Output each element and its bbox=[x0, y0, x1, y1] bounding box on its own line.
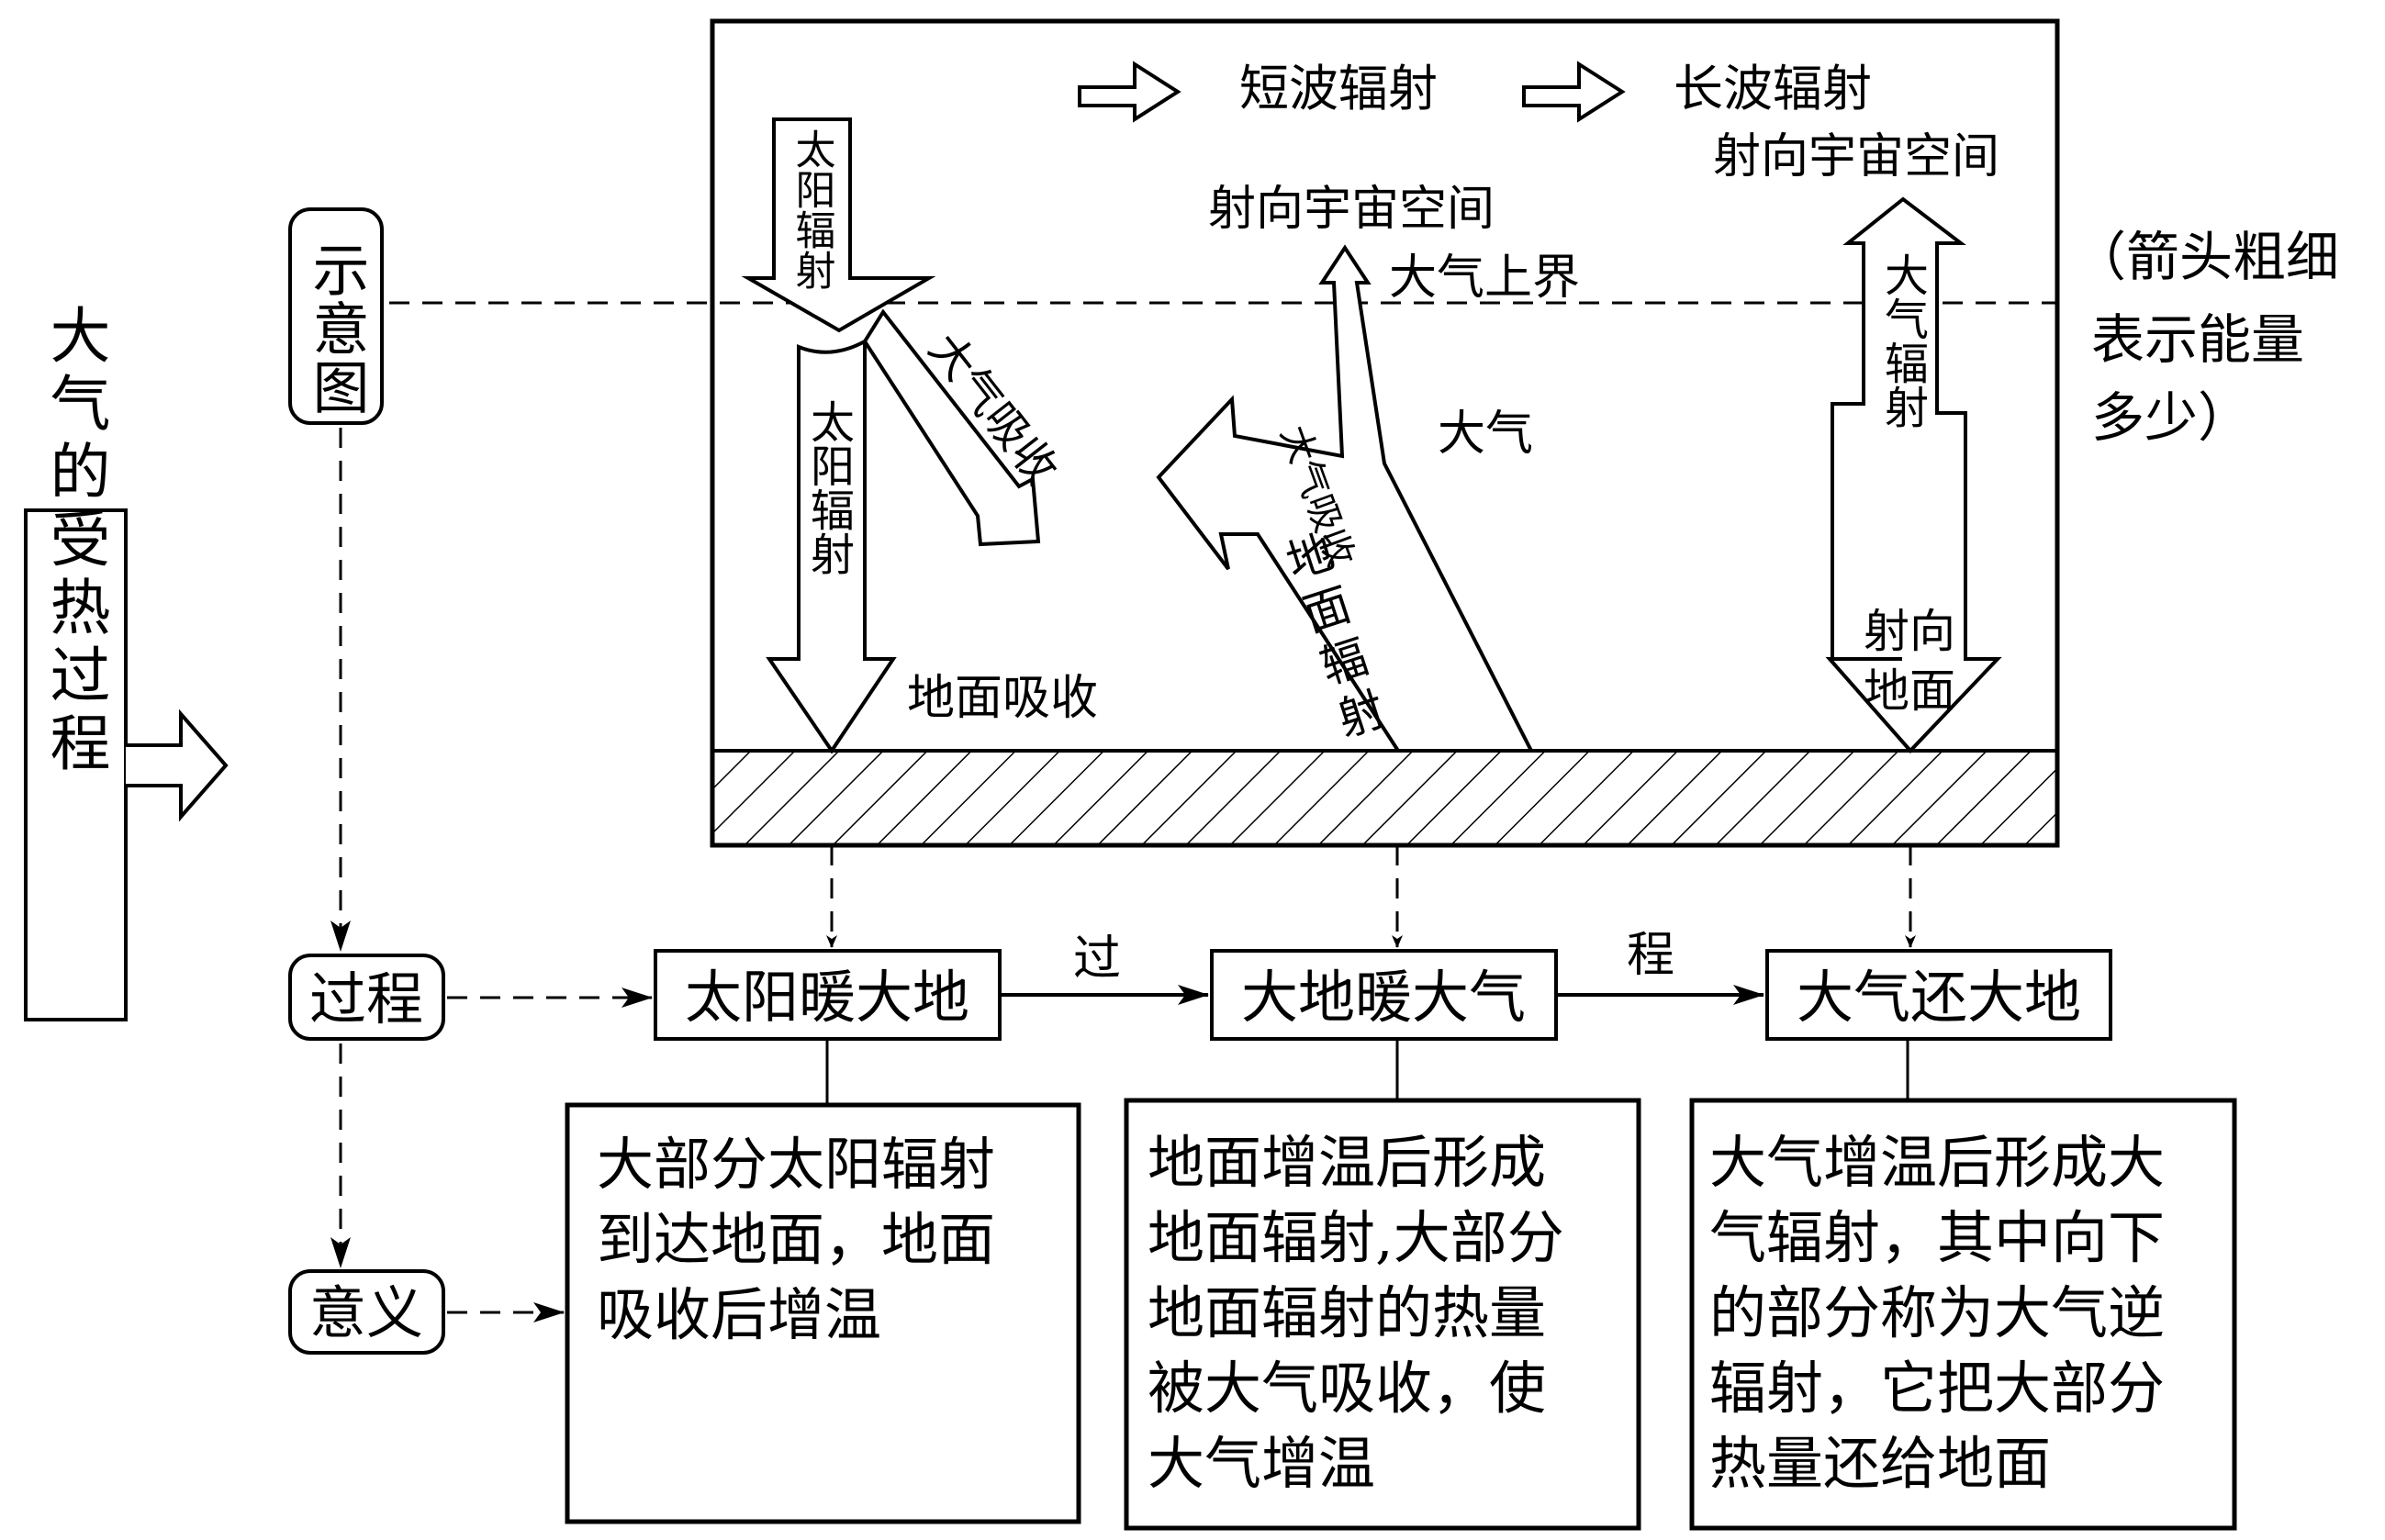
stage-3-detail-line: 辐射，它把大部分 bbox=[1709, 1355, 2165, 1422]
atmosphere-radiation-arrow-icon bbox=[1825, 196, 2002, 753]
note-line-3: 多少） bbox=[2091, 386, 2251, 449]
atmosphere-top-boundary-label: 大气上界 bbox=[1389, 251, 1580, 306]
note-line-1: （箭头粗细 bbox=[2073, 226, 2339, 288]
stage-2: 大地暖大气 bbox=[1210, 949, 1558, 1041]
stage-2-detail-line: 大气增温 bbox=[1148, 1430, 1375, 1497]
short-wave-legend-icon bbox=[1078, 61, 1181, 123]
schematic-label: 示意图 bbox=[303, 240, 370, 417]
significance-label-box: 意义 bbox=[288, 1269, 445, 1355]
short-wave-legend-label: 短波辐射 bbox=[1239, 60, 1438, 117]
stage-1-detail-line: 到达地面，地面 bbox=[597, 1206, 995, 1273]
stage-1-detail-line: 大部分太阳辐射 bbox=[597, 1131, 995, 1198]
process-caption-2: 程 bbox=[1627, 928, 1674, 983]
schematic-label-box: 示意图 bbox=[288, 207, 384, 425]
solar-radiation-down-arrow-icon bbox=[766, 338, 897, 754]
stage-2-detail-line: 被大气吸收，使 bbox=[1148, 1355, 1546, 1422]
stage-2-title: 大地暖大气 bbox=[1241, 964, 1526, 1031]
stage-3-detail-line: 的部分称为大气逆 bbox=[1709, 1279, 2165, 1346]
to-space-label-1: 射向宇宙空间 bbox=[1208, 182, 1495, 237]
stage-3-detail-line: 气辐射，其中向下 bbox=[1709, 1204, 2165, 1271]
atmosphere-radiation-label: 大气辐射 bbox=[1876, 252, 1928, 429]
stage-3-detail-line: 热量还给地面 bbox=[1709, 1430, 2051, 1497]
stage-2-detail-line: 地面辐射的热量 bbox=[1148, 1279, 1546, 1346]
solar-radiation-down-label: 太阳辐射 bbox=[802, 399, 854, 575]
stage-1-detail-line: 吸收后增温 bbox=[597, 1281, 881, 1348]
to-ground-label-line-1: 射向 bbox=[1864, 605, 1955, 658]
process-caption-1: 过 bbox=[1073, 932, 1121, 987]
process-label-box: 过程 bbox=[288, 954, 445, 1041]
stage-3: 大气还大地 bbox=[1765, 949, 2112, 1041]
stage-3-title: 大气还大地 bbox=[1797, 964, 2081, 1031]
stage-2-detail-line: 地面增温后形成 bbox=[1148, 1129, 1546, 1196]
atmosphere-absorb-arrow-icon bbox=[862, 308, 1041, 547]
ground-radiation-arrow-icon bbox=[1156, 244, 1535, 753]
stage-1: 太阳暖大地 bbox=[654, 949, 1002, 1041]
note-line-2: 表示能量 bbox=[2091, 308, 2304, 371]
stage-2-detail: 地面增温后形成 地面辐射,大部分 地面辐射的热量 被大气吸收，使 大气增温 bbox=[1124, 1098, 1641, 1531]
long-wave-legend-label: 长波辐射 bbox=[1674, 60, 1872, 117]
to-ground-label-line-2: 地面 bbox=[1864, 664, 1955, 718]
stage-3-detail-line: 大气增温后形成大 bbox=[1709, 1129, 2165, 1196]
title-arrow-icon bbox=[126, 709, 229, 822]
significance-label: 意义 bbox=[309, 1279, 423, 1346]
to-space-label-2: 射向宇宙空间 bbox=[1713, 129, 1999, 184]
stage-3-detail: 大气增温后形成大 气辐射，其中向下 的部分称为大气逆 辐射，它把大部分 热量还给… bbox=[1689, 1098, 2237, 1531]
title-text: 大气的受热过程 bbox=[40, 304, 111, 779]
long-wave-legend-icon bbox=[1522, 61, 1626, 123]
solar-radiation-incoming-arrow-icon bbox=[741, 117, 936, 333]
stage-1-detail: 大部分太阳辐射 到达地面，地面 吸收后增温 bbox=[565, 1102, 1081, 1524]
schematic-diagram: 短波辐射 长波辐射 太阳辐射 太阳辐射 地面吸收 大气吸收 大气吸收 地面辐射 … bbox=[710, 18, 2060, 848]
solar-radiation-top-label: 太阳辐射 bbox=[789, 128, 835, 290]
title-box: 大气的受热过程 bbox=[24, 304, 128, 1021]
atmosphere-label: 大气 bbox=[1438, 407, 1533, 462]
stage-1-title: 太阳暖大地 bbox=[685, 964, 969, 1031]
ground-absorb-label: 地面吸收 bbox=[907, 671, 1098, 726]
stage-2-detail-line: 地面辐射,大部分 bbox=[1148, 1204, 1564, 1271]
process-label: 过程 bbox=[309, 965, 423, 1032]
ground-surface bbox=[711, 749, 2059, 847]
